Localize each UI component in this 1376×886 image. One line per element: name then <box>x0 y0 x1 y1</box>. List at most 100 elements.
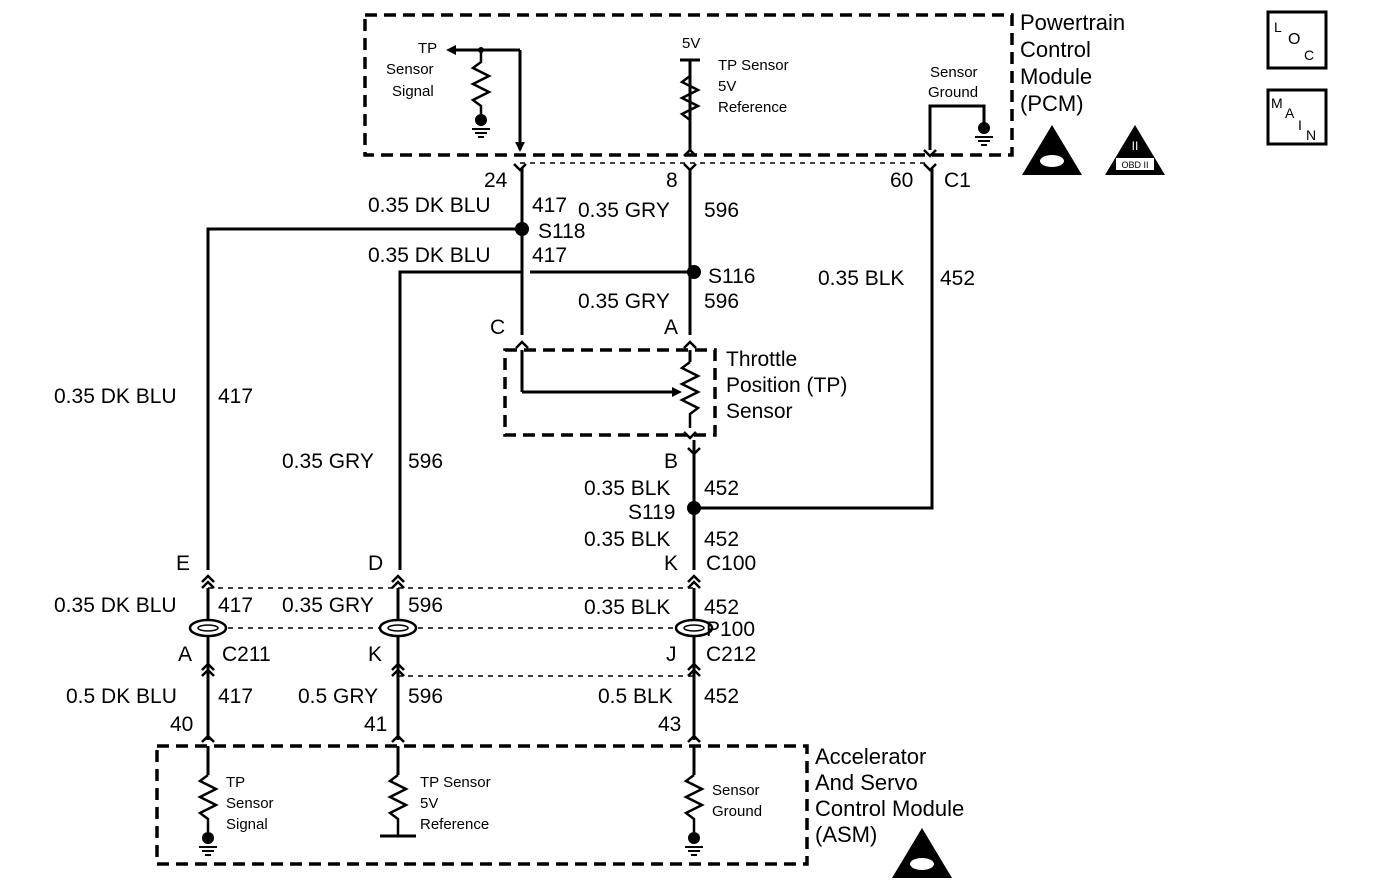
main-letter-4: N <box>1306 127 1316 143</box>
main-badge: M A I N <box>1266 88 1328 146</box>
splice-s116-label: S116 <box>708 265 756 288</box>
loc-letter-1: L <box>1274 19 1282 35</box>
c212-pin-k: K <box>368 643 382 666</box>
tp-sensor-label-2: Position (TP) <box>726 374 847 397</box>
pcm-tp-ref-label-2: 5V <box>718 78 736 95</box>
pcm-connector-c1: C1 <box>944 169 971 192</box>
main-letter-1: M <box>1271 95 1283 111</box>
pin-24: 24 <box>484 169 508 192</box>
pcm-label-line-3: Module <box>1020 64 1092 89</box>
wire-596-pass-circuit: 596 <box>408 594 443 617</box>
c100-pin-k: K <box>664 552 678 575</box>
wire-596-pass-size: 0.35 GRY <box>282 594 374 617</box>
wire-596 <box>530 168 701 335</box>
pcm-module <box>363 13 1014 158</box>
pcm-label-line-1: Powertrain <box>1020 10 1125 35</box>
wire-452-pass-circuit: 452 <box>704 596 739 619</box>
asm-pin-40: 40 <box>170 713 193 736</box>
pcm-ground-label-2: Ground <box>928 84 978 101</box>
wire-596-top-circuit: 596 <box>704 199 739 222</box>
wire-417-pass-circuit: 417 <box>218 594 253 617</box>
main-letter-3: I <box>1298 117 1302 133</box>
asm-ground-label-1: Sensor <box>712 782 760 799</box>
tp-sensor <box>503 340 717 456</box>
c212-pin-j: J <box>666 643 677 666</box>
loc-letter-3: C <box>1304 47 1314 63</box>
wire-452 <box>687 168 934 570</box>
splice-s119-label: S119 <box>628 501 676 524</box>
tp-pin-a: A <box>664 316 678 339</box>
splice-s118-label: S118 <box>538 220 586 243</box>
wire-452-right-circuit: 452 <box>940 267 975 290</box>
splice-s119 <box>687 501 701 515</box>
loc-badge: L O C <box>1266 10 1328 70</box>
pcm-tp-signal-label-2: Sensor <box>386 61 434 78</box>
wire-417-top-circuit: 417 <box>532 194 567 217</box>
asm-module <box>155 744 809 866</box>
wire-596-asm-size: 0.5 GRY <box>298 685 378 708</box>
esd-warning-icon <box>1022 125 1082 175</box>
c100-pin-e: E <box>176 552 190 575</box>
asm-label-line-4: (ASM) <box>815 822 877 847</box>
pcm-tp-signal-label-1: TP <box>418 40 437 57</box>
pin-8: 8 <box>666 169 678 192</box>
wire-417-asm-size: 0.5 DK BLU <box>66 685 177 708</box>
c211-pin-a: A <box>178 643 192 666</box>
tp-pin-b: B <box>664 450 678 473</box>
asm-tp-ref-label-1: TP Sensor <box>420 774 491 791</box>
wire-596-top-size: 0.35 GRY <box>578 199 670 222</box>
wire-417-left-circuit: 417 <box>218 385 253 408</box>
wire-417-top-size: 0.35 DK BLU <box>368 194 491 217</box>
wire-452-s119-circuit: 452 <box>704 528 739 551</box>
pcm-tp-ref-label-1: TP Sensor <box>718 57 789 74</box>
main-letter-2: A <box>1285 105 1295 121</box>
asm-esd-warning-icon <box>892 828 952 878</box>
asm-tp-signal-label-1: TP <box>226 774 245 791</box>
splice-s116 <box>687 265 701 279</box>
wire-596-left-size: 0.35 GRY <box>282 450 374 473</box>
wire-417-mid-size: 0.35 DK BLU <box>368 244 491 267</box>
wire-596-a-circuit: 596 <box>704 290 739 313</box>
tp-sensor-label-3: Sensor <box>726 400 793 423</box>
wire-417-asm-circuit: 417 <box>218 685 253 708</box>
pcm-label-line-2: Control <box>1020 37 1091 62</box>
obd-label: OBD II <box>1121 160 1148 170</box>
wire-417-left-size: 0.35 DK BLU <box>54 385 177 408</box>
c100-pin-d: D <box>368 552 383 575</box>
asm-tp-signal-label-2: Sensor <box>226 795 274 812</box>
pcm-label: Powertrain Control Module (PCM) <box>1020 10 1125 116</box>
wire-452-s119-size: 0.35 BLK <box>584 528 670 551</box>
asm-label-line-2: And Servo <box>815 770 918 795</box>
loc-letter-2: O <box>1288 31 1300 48</box>
pcm-5v-label: 5V <box>682 35 700 52</box>
wire-417 <box>206 168 529 570</box>
c212-label: C212 <box>706 643 756 666</box>
obd-ii-icon: II OBD II <box>1105 125 1165 175</box>
asm-label-line-3: Control Module <box>815 796 964 821</box>
wire-596-a-size: 0.35 GRY <box>578 290 670 313</box>
wire-596-left-circuit: 596 <box>408 450 443 473</box>
asm-label: Accelerator And Servo Control Module (AS… <box>815 744 964 847</box>
wire-452-pass-size: 0.35 BLK <box>584 596 670 619</box>
asm-tp-ref-label-2: 5V <box>420 795 438 812</box>
wire-452-b-size: 0.35 BLK <box>584 477 670 500</box>
pcm-ground-label-1: Sensor <box>930 64 978 81</box>
wire-596-asm-circuit: 596 <box>408 685 443 708</box>
obd-roman-label: II <box>1132 139 1139 153</box>
asm-pin-41: 41 <box>364 713 387 736</box>
wire-452-right-size: 0.35 BLK <box>818 267 904 290</box>
splice-s118 <box>515 222 529 236</box>
asm-tp-signal-label-3: Signal <box>226 816 268 833</box>
c100-label: C100 <box>706 552 756 575</box>
p100-label: P100 <box>706 618 755 641</box>
wire-417-pass-size: 0.35 DK BLU <box>54 594 177 617</box>
wire-417-mid-circuit: 417 <box>532 244 567 267</box>
asm-ground-label-2: Ground <box>712 803 762 820</box>
tp-sensor-label-1: Throttle <box>726 348 797 371</box>
asm-label-line-1: Accelerator <box>815 744 926 769</box>
p100-ferrite <box>188 618 714 638</box>
wire-452-asm-size: 0.5 BLK <box>598 685 673 708</box>
asm-pin-43: 43 <box>658 713 681 736</box>
wire-452-b-circuit: 452 <box>704 477 739 500</box>
